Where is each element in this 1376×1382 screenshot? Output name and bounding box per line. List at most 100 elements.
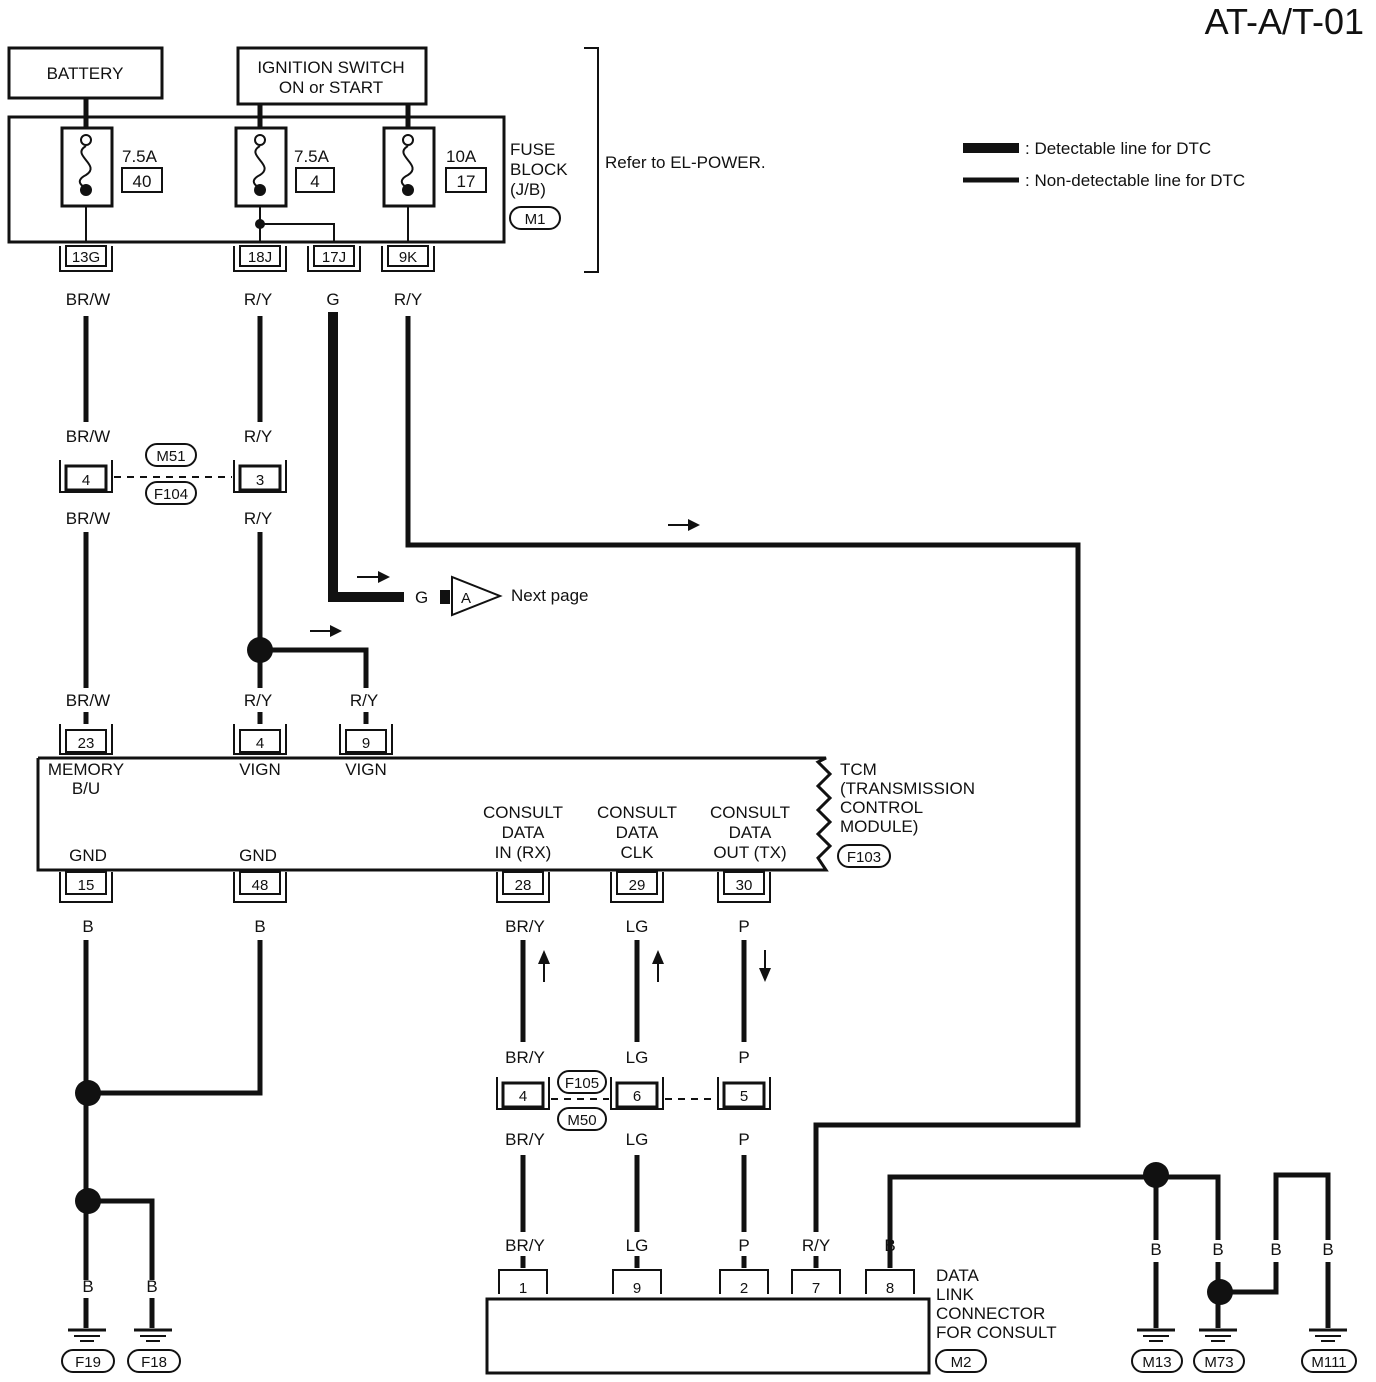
fuse-block-label-2: BLOCK: [510, 160, 568, 179]
terminal-13g-label: 13G: [72, 249, 100, 266]
arrow-right-icon-2: [357, 571, 390, 583]
tcm-pin-28: [496, 871, 550, 903]
tcm-vign-label-2: VIGN: [345, 760, 387, 779]
junction-f105-pin-4-label: 4: [519, 1088, 527, 1105]
terminal-17j: [307, 245, 361, 272]
wire-color-brw-4: BR/W: [66, 691, 110, 710]
ground-symbol-icon-2: [134, 1328, 172, 1342]
wire-color-brw-2: BR/W: [66, 427, 110, 446]
ground-f19-badge: [61, 1349, 115, 1373]
next-page-text: Next page: [511, 586, 589, 605]
data-link-connector: [485, 1297, 931, 1375]
tcm-label-4: MODULE): [840, 817, 918, 836]
wire-color-bry: BR/Y: [505, 917, 545, 936]
ignition-switch-label: IGNITION SWITCH: [257, 58, 404, 77]
wire-color-bry-3: BR/Y: [505, 1130, 545, 1149]
tcm-pin-23-label: 23: [78, 735, 95, 752]
junction-f104-connector: F104: [154, 486, 188, 503]
wire-color-ry-7: R/Y: [802, 1236, 830, 1255]
terminal-17j-label: 17J: [322, 249, 346, 266]
wire-color-p: P: [738, 917, 749, 936]
ground-m111-badge: [1301, 1349, 1357, 1373]
wire-ry-to-data-link: [405, 316, 1081, 1232]
legend-detectable-text: : Detectable line for DTC: [1025, 139, 1211, 158]
junction-m51-badge: [145, 443, 197, 467]
wire-color-lg-3: LG: [626, 1130, 649, 1149]
wire-color-b-7: B: [1212, 1240, 1223, 1259]
wire-g-detectable: [328, 312, 404, 602]
data-link-connector-id: M2: [951, 1354, 972, 1371]
tcm-pin-30: [717, 871, 771, 903]
wire-b-gnd-48: [86, 940, 263, 1096]
next-page-terminal: [440, 590, 450, 604]
junction-f105-connector: F105: [565, 1075, 599, 1092]
tcm-pin-4-label: 4: [256, 735, 264, 752]
wire-color-brw-3: BR/W: [66, 509, 110, 528]
junction-m50-connector: M50: [567, 1112, 596, 1129]
tcm-pin-28-label: 28: [515, 877, 532, 894]
legend-non-detectable-text: : Non-detectable line for DTC: [1025, 171, 1245, 190]
legend-detectable-swatch: [963, 143, 1019, 153]
next-page-ref: A: [461, 590, 471, 607]
tcm-pin-9-label: 9: [362, 735, 370, 752]
tcm-memory-label-2: B/U: [72, 779, 100, 798]
tcm-connector-badge: [837, 844, 891, 868]
ignition-switch-label-2: ON or START: [279, 78, 383, 97]
wire-color-ry-6: R/Y: [350, 691, 378, 710]
wire-color-ry-5: R/Y: [244, 691, 272, 710]
wire-color-ry: R/Y: [244, 290, 272, 309]
terminal-13g: [59, 245, 113, 272]
fuse-block-connector-badge: [509, 206, 561, 230]
junction-m50-badge: [557, 1107, 607, 1131]
ground-m13-badge: [1131, 1349, 1183, 1373]
tcm-consult-rx-label-3: IN (RX): [495, 843, 552, 862]
fuse-4-number-box: [295, 167, 335, 193]
fuse-4-number: 4: [310, 172, 319, 191]
wire-color-bry-4: BR/Y: [505, 1236, 545, 1255]
wire-color-p-2: P: [738, 1048, 749, 1067]
arrow-down-icon: [759, 950, 771, 982]
fuse-17-amps: 10A: [446, 147, 477, 166]
ground-m111: M111: [1311, 1354, 1346, 1371]
data-link-pin-1: [498, 1269, 548, 1294]
data-link-label: DATA: [936, 1266, 979, 1285]
next-page-wire-color: G: [415, 588, 428, 607]
wire-color-g: G: [326, 290, 339, 309]
wire-b-m73-loop: [1218, 1262, 1279, 1295]
wire-color-b: B: [82, 917, 93, 936]
reference-bracket: [584, 47, 599, 273]
ground-m73-badge: [1193, 1349, 1245, 1373]
terminal-18j-label: 18J: [248, 249, 272, 266]
junction-f105-pin-6: [610, 1077, 664, 1110]
data-link-pin-1-label: 1: [519, 1280, 527, 1297]
ground-f18: F18: [141, 1354, 167, 1371]
tcm-consult-tx-label-3: OUT (TX): [713, 843, 786, 862]
arrow-up-icon-2: [652, 950, 664, 982]
ground-symbol-icon-4: [1199, 1328, 1237, 1342]
tcm-pin-15: [59, 871, 113, 903]
junction-f105-pin-4: [496, 1077, 550, 1110]
tcm-label: TCM: [840, 760, 877, 779]
data-link-connector-badge: [935, 1349, 987, 1373]
wire-b-f18: [88, 1198, 155, 1280]
tcm-pin-23: [59, 724, 113, 755]
tcm-gnd-label-2: GND: [239, 846, 277, 865]
junction-f105-pin-5: [717, 1077, 771, 1110]
fuse-4: [234, 126, 335, 242]
ground-splice-4: [1207, 1279, 1233, 1305]
arrow-right-icon: [668, 519, 700, 531]
wire-color-lg-4: LG: [626, 1236, 649, 1255]
tcm-pin-15-label: 15: [78, 877, 95, 894]
wire-color-b-4: B: [146, 1277, 157, 1296]
tcm-module: [36, 756, 833, 872]
next-page-flag: [451, 575, 503, 617]
arrow-right-icon-3: [310, 625, 342, 637]
ground-m73: M73: [1204, 1354, 1233, 1371]
data-link-pin-9-label: 9: [633, 1280, 641, 1297]
terminal-18j: [233, 245, 287, 272]
data-link-label-3: CONNECTOR: [936, 1304, 1045, 1323]
data-link-pin-9: [612, 1269, 662, 1294]
tcm-pin-30-label: 30: [736, 877, 753, 894]
